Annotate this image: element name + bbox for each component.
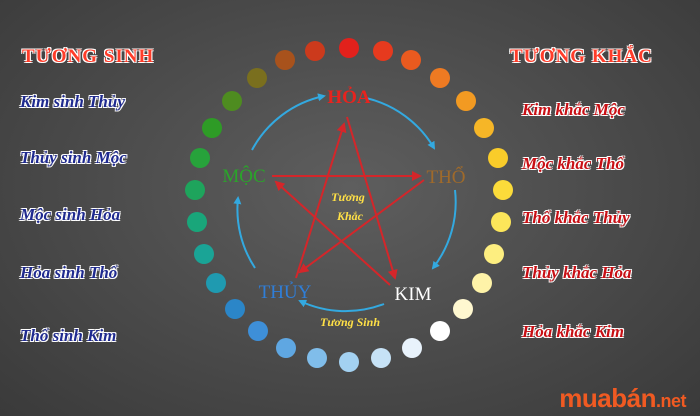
ring-dot	[248, 321, 268, 341]
ring-dot	[275, 50, 295, 70]
sinh-arrow-tho-kim	[431, 189, 457, 270]
ring-dot	[222, 91, 242, 111]
tuong-khac-title: TƯƠNG KHẮC	[510, 46, 653, 67]
khac-arrow-tho-thuy	[298, 179, 425, 274]
ring-dot	[371, 348, 391, 368]
ring-dot	[202, 118, 222, 138]
sinh-arrow-kim-thuy	[298, 299, 385, 313]
color-dot-ring	[185, 38, 513, 372]
element-kim: KIM	[395, 284, 432, 305]
element-hoa: HỎA	[327, 86, 371, 108]
ring-dot	[453, 299, 473, 319]
sinh-arrow-thuy-moc	[233, 196, 256, 269]
ring-dot	[430, 321, 450, 341]
sinh-relation-3: Mộc sinh Hỏa	[20, 205, 121, 224]
bottom-label: Tương Sinh	[320, 315, 380, 329]
khac-relation-3: Thổ khắc Thủy	[522, 208, 630, 227]
ring-dot	[187, 212, 207, 232]
element-tho: THỔ	[426, 166, 465, 188]
sinh-relation-4: Hỏa sinh Thổ	[20, 263, 118, 282]
center-label-line2: Khắc	[336, 209, 364, 223]
ring-dot	[225, 299, 245, 319]
ring-dot	[401, 50, 421, 70]
ring-dot	[247, 68, 267, 88]
ring-dot	[305, 41, 325, 61]
element-moc: MỘC	[222, 165, 265, 187]
ring-dot	[488, 148, 508, 168]
khac-relation-4: Thủy khắc Hỏa	[522, 263, 632, 282]
sinh-relation-5: Thổ sinh Kim	[20, 326, 117, 345]
khac-arrow-thuy-hoa	[295, 122, 347, 279]
khac-relation-1: Kim khắc Mộc	[522, 100, 625, 119]
sinh-arrow-moc-hoa	[251, 93, 326, 151]
khac-arrow-hoa-kim	[346, 116, 398, 280]
ring-dot	[402, 338, 422, 358]
ring-dot	[307, 348, 327, 368]
sinh-relation-1: Kim sinh Thủy	[20, 92, 125, 111]
ring-dot	[276, 338, 296, 358]
ring-dot	[491, 212, 511, 232]
ring-dot	[206, 273, 226, 293]
khac-relation-2: Mộc khắc Thổ	[522, 154, 624, 173]
ring-dot	[185, 180, 205, 200]
tuong-sinh-title: TƯƠNG SINH	[22, 46, 155, 67]
ring-dot	[339, 352, 359, 372]
sinh-relation-2: Thủy sinh Mộc	[20, 148, 127, 167]
ring-dot	[474, 118, 494, 138]
sinh-arrow-hoa-tho	[365, 97, 436, 150]
ring-dot	[456, 91, 476, 111]
logo-main: muabán	[559, 383, 656, 413]
ring-dot	[190, 148, 210, 168]
element-thuy: THỦY	[259, 281, 312, 303]
ring-dot	[493, 180, 513, 200]
khac-relation-5: Hỏa khắc Kim	[522, 322, 625, 341]
ring-dot	[484, 244, 504, 264]
muaban-logo: muabán.net	[559, 383, 686, 414]
khac-arrow-kim-moc	[274, 180, 391, 286]
ring-dot	[373, 41, 393, 61]
ring-dot	[430, 68, 450, 88]
ring-dot	[472, 273, 492, 293]
ring-dot	[194, 244, 214, 264]
logo-tld: .net	[655, 391, 687, 411]
ring-dot	[339, 38, 359, 58]
center-label-line1: Tương	[331, 190, 365, 204]
